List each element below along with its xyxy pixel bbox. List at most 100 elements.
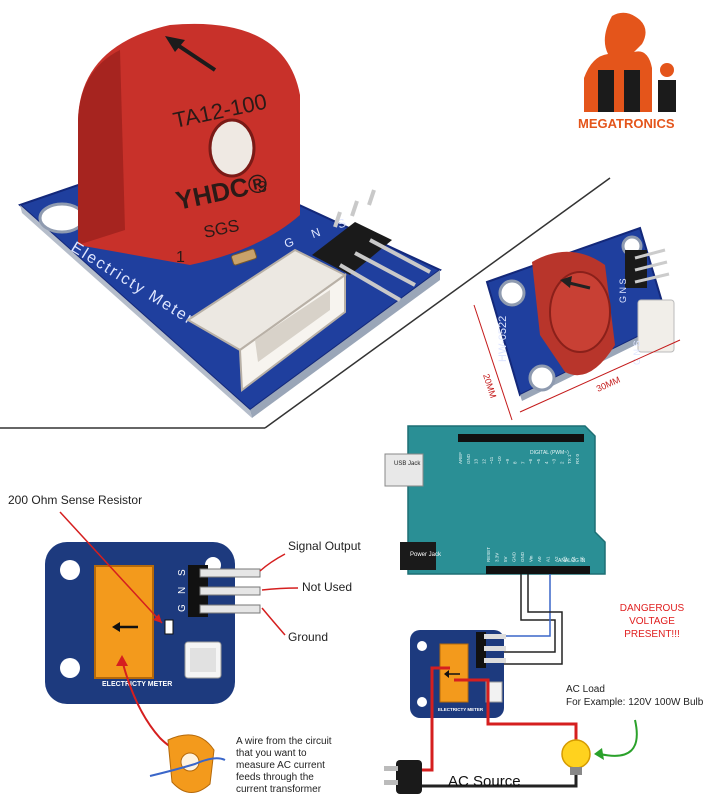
dim-pin-labels-top: G N S xyxy=(618,278,628,303)
ac-load-label: AC Load xyxy=(566,684,605,695)
arduino-board xyxy=(407,425,606,575)
divider-diagonal xyxy=(264,177,611,429)
dim-line-width xyxy=(519,339,681,413)
schematic-resistor xyxy=(164,619,174,635)
arduino-top-pin-label: RX 0 xyxy=(575,453,580,464)
bull-icon xyxy=(584,12,652,112)
wiring-module-header xyxy=(476,632,486,668)
wiring-module-pin-3 xyxy=(484,658,506,663)
sensor-pin-3: 3 xyxy=(258,179,267,196)
power-jack xyxy=(400,542,436,570)
arduino-top-pin-label: 13 xyxy=(474,458,479,464)
danger-line-1: DANGEROUS VOLTAGE xyxy=(619,603,685,627)
ac-wire-load xyxy=(454,678,578,746)
pin-2 xyxy=(354,251,416,287)
analog-label: ANALOG IN xyxy=(558,558,586,564)
wire-through-icon xyxy=(149,757,226,777)
arduino-bottom-pin-label: RESET xyxy=(486,547,491,562)
schematic-pin-label-s: S xyxy=(177,569,188,576)
wire-5v xyxy=(500,574,563,665)
arduino-top-pin-label: TX 1 xyxy=(567,454,572,464)
arduino-top-pin-label: ~10 xyxy=(497,456,502,464)
schematic-hole-1 xyxy=(60,560,80,580)
wire-pointer-head xyxy=(116,655,128,666)
connector-slot xyxy=(255,290,330,362)
usb-jack-label: USB Jack xyxy=(394,461,421,467)
dimension-photo: HW-0522 G N S G N S 20MM 30MM xyxy=(473,226,681,421)
arduino-bottom-pin-label: A5 xyxy=(580,556,585,562)
brand-logo: MEGATRONICS xyxy=(578,12,676,131)
schematic-hole-2 xyxy=(60,658,80,678)
transformer-hole xyxy=(208,118,256,178)
wire-gnd xyxy=(500,574,556,653)
sensor-pin-1: 1 xyxy=(176,249,185,266)
dim-pin-1 xyxy=(634,248,666,260)
arduino-top-pin-label: ~5 xyxy=(536,458,541,464)
arduino-bottom-pin-label: GND xyxy=(520,551,525,562)
ac-plug xyxy=(396,760,422,794)
wire-note-line-3: measure AC current xyxy=(236,760,325,771)
dim-board-code: HW-0522 xyxy=(497,316,509,362)
pin-header xyxy=(312,222,392,275)
wiring-module-arrow-head xyxy=(444,670,449,678)
arduino-bottom-pin-label: A0 xyxy=(537,556,542,562)
bulb-base xyxy=(570,767,582,775)
danger-warning: DANGEROUS VOLTAGE PRESENT!!! xyxy=(597,602,707,641)
schematic: S N G ELECTRICTY METER xyxy=(45,511,299,793)
wire-note-line-5: current transformer xyxy=(236,784,322,795)
logo-bar-1 xyxy=(598,70,614,112)
logo-bar-i xyxy=(658,80,676,112)
not-used-label: Not Used xyxy=(302,580,353,594)
arduino-bottom-pin-label: A1 xyxy=(546,556,551,562)
pin-3 xyxy=(369,238,431,274)
ac-load-pointer-head xyxy=(594,748,604,760)
current-transformer xyxy=(78,23,300,266)
arduino-bottom-pin-label: Vin xyxy=(529,555,534,562)
schematic-pin-label-g: G xyxy=(177,604,188,612)
wiring-module-label: ELECTRICTY METER xyxy=(438,707,484,712)
ac-load-pointer xyxy=(599,719,638,757)
schematic-pin-s xyxy=(199,568,261,578)
schematic-pin-n xyxy=(199,586,261,596)
arduino-top-pin-label: ~3 xyxy=(552,458,557,464)
wire-note-line-4: feeds through the xyxy=(236,772,314,783)
pin-top-2 xyxy=(350,200,359,217)
arduino-top-pin-label: ~11 xyxy=(489,456,494,464)
dim-width: 30MM xyxy=(595,375,622,394)
logo-bar-2 xyxy=(624,70,640,112)
resistor-pointer xyxy=(59,511,163,624)
ground-label: Ground xyxy=(288,630,329,644)
wire-note: A wire from the circuit that you want to… xyxy=(236,736,332,796)
schematic-arrow-head xyxy=(112,622,120,632)
ac-source-label: AC Source xyxy=(448,773,521,790)
arduino-top-pin-label: 4 xyxy=(544,461,549,464)
schematic-pin-label-n: N xyxy=(177,587,188,594)
resistor-label: 200 Ohm Sense Resistor xyxy=(8,493,143,507)
ac-load-example: For Example: 120V 100W Bulb xyxy=(566,697,704,708)
power-analog-header xyxy=(486,566,590,574)
arduino-top-pin-label: 8 xyxy=(513,461,518,464)
pin-1 xyxy=(338,263,402,302)
dim-arrow-head xyxy=(560,276,572,288)
bulb-icon xyxy=(561,739,591,769)
transformer-shade xyxy=(78,50,125,245)
brand-name: MEGATRONICS xyxy=(578,116,675,131)
wire-signal xyxy=(500,574,551,637)
arduino-top-pin-label: ~9 xyxy=(505,458,510,464)
schematic-connector-slot xyxy=(190,648,216,672)
dim-connector xyxy=(637,299,675,353)
notused-pointer xyxy=(261,587,299,591)
pcb-edge xyxy=(250,270,440,418)
arrow-head xyxy=(165,36,185,52)
arduino-bottom-pin-label: A2 xyxy=(554,556,559,562)
arduino-top-pin-label: 2 xyxy=(559,461,564,464)
danger-line-2: PRESENT!!! xyxy=(624,629,680,640)
arduino-bottom-pin-label: 5V xyxy=(503,556,508,562)
usb-jack xyxy=(384,453,424,487)
dim-pin-labels-bottom: G N S xyxy=(632,340,642,365)
wiring-module-pin-1 xyxy=(484,634,506,639)
arduino-top-pin-label: GND xyxy=(466,453,471,464)
arduino-bottom-pin-label: A3 xyxy=(563,556,568,562)
schematic-pin-g xyxy=(199,604,261,614)
wiring-module-hole-2 xyxy=(417,697,427,707)
